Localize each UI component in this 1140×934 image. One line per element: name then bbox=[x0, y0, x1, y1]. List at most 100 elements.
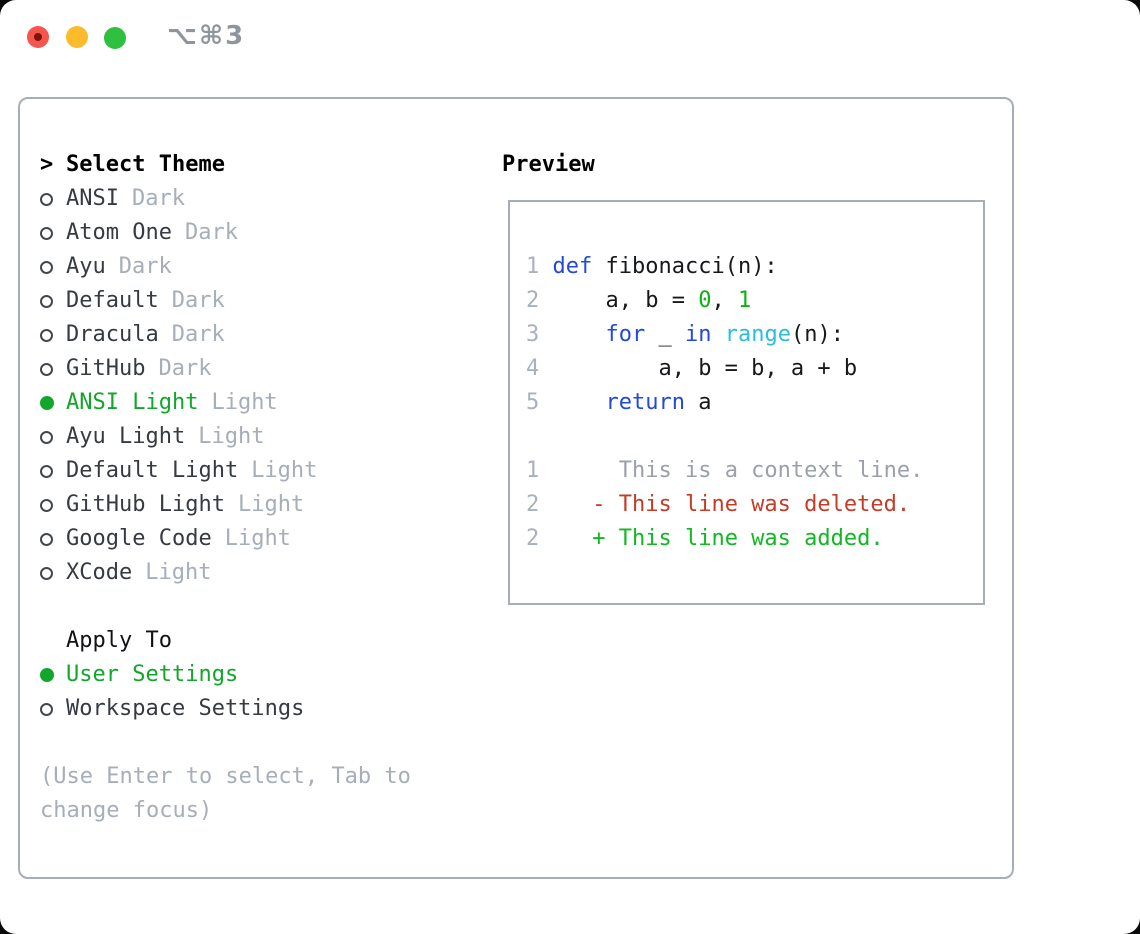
radio-cell bbox=[40, 668, 66, 682]
diff-line: 1 This is a context line. bbox=[526, 454, 983, 488]
code-token bbox=[553, 322, 606, 347]
radio-cell bbox=[40, 396, 66, 410]
theme-option-variant: Light bbox=[251, 458, 318, 483]
radio-cell bbox=[40, 260, 66, 274]
radio-icon bbox=[40, 226, 53, 240]
radio-cell bbox=[40, 498, 66, 512]
radio-icon bbox=[40, 532, 53, 546]
radio-cell bbox=[40, 328, 66, 342]
theme-option-name: GitHub bbox=[66, 356, 146, 381]
diff-text: This line was added. bbox=[618, 526, 884, 551]
radio-icon bbox=[40, 566, 53, 580]
theme-option-name: ANSI bbox=[66, 186, 119, 211]
line-number: 1 bbox=[526, 458, 540, 483]
zoom-button[interactable] bbox=[104, 27, 126, 49]
theme-list-header: > Select Theme bbox=[40, 148, 317, 182]
line-number: 2 bbox=[526, 288, 540, 313]
theme-option[interactable]: Google Code Light bbox=[40, 522, 317, 556]
radio-cell bbox=[40, 430, 66, 444]
preview-title: Preview bbox=[502, 152, 595, 177]
code-token bbox=[553, 390, 606, 415]
diff-marker bbox=[592, 458, 605, 483]
apply-option-name: User Settings bbox=[66, 662, 239, 687]
code-token: return bbox=[605, 390, 685, 415]
theme-option-name: Google Code bbox=[66, 526, 212, 551]
radio-cell bbox=[40, 566, 66, 580]
theme-option[interactable]: GitHub Dark bbox=[40, 352, 317, 386]
theme-option[interactable]: Default Light Light bbox=[40, 454, 317, 488]
apply-option[interactable]: User Settings bbox=[40, 658, 304, 692]
radio-icon bbox=[40, 430, 53, 444]
theme-option-name: GitHub Light bbox=[66, 492, 225, 517]
line-number: 1 bbox=[526, 254, 540, 279]
theme-option-name: Dracula bbox=[66, 322, 159, 347]
apply-to-header: Apply To bbox=[40, 624, 304, 658]
diff-marker: - bbox=[592, 492, 606, 517]
theme-option-name: Atom One bbox=[66, 220, 172, 245]
radio-cell bbox=[40, 192, 66, 206]
radio-icon bbox=[40, 702, 53, 716]
code-token: 0 bbox=[698, 288, 712, 313]
theme-option-variant: Light bbox=[211, 390, 278, 415]
code-token: def bbox=[552, 254, 593, 279]
code-token: a, b = b, a + b bbox=[552, 356, 858, 381]
radio-icon bbox=[40, 464, 53, 478]
radio-cell bbox=[40, 532, 66, 546]
code-token: in bbox=[684, 322, 712, 347]
code-token bbox=[711, 322, 724, 347]
code-token: , bbox=[711, 288, 738, 313]
code-line: 2 a, b = 0, 1 bbox=[526, 284, 983, 318]
apply-option-name: Workspace Settings bbox=[66, 696, 305, 721]
radio-selected-icon bbox=[40, 668, 54, 682]
help-text: (Use Enter to select, Tab to change focu… bbox=[40, 764, 411, 823]
code-line: 3 for _ in range(n): bbox=[526, 318, 983, 352]
diff-line: 2 - This line was deleted. bbox=[526, 488, 983, 522]
apply-to-title: Apply To bbox=[66, 628, 172, 653]
code-line: 1 def fibonacci(n): bbox=[526, 250, 983, 284]
radio-icon bbox=[40, 192, 53, 206]
minimize-button[interactable] bbox=[66, 26, 88, 48]
prompt-icon: > bbox=[40, 152, 54, 177]
theme-option-variant: Dark bbox=[158, 356, 212, 381]
code-gap bbox=[526, 420, 983, 454]
radio-cell bbox=[40, 464, 66, 478]
code-token: (n): bbox=[790, 322, 844, 347]
line-number: 4 bbox=[526, 356, 540, 381]
line-number: 2 bbox=[526, 492, 540, 517]
window-shortcut-label: ⌥⌘3 bbox=[167, 21, 246, 51]
diff-text: This is a context line. bbox=[618, 458, 924, 483]
line-number: 3 bbox=[526, 322, 540, 347]
close-button[interactable] bbox=[27, 26, 49, 48]
radio-icon bbox=[40, 260, 53, 274]
radio-icon bbox=[40, 294, 53, 308]
theme-option-name: Ayu bbox=[66, 254, 106, 279]
code-token: range bbox=[724, 322, 791, 347]
code-token: for bbox=[605, 322, 646, 347]
theme-option-variant: Dark bbox=[171, 288, 225, 313]
apply-option[interactable]: Workspace Settings bbox=[40, 692, 304, 726]
radio-icon bbox=[40, 498, 53, 512]
theme-option-variant: Dark bbox=[171, 322, 225, 347]
diff-text: This line was deleted. bbox=[618, 492, 911, 517]
theme-option[interactable]: Dracula Dark bbox=[40, 318, 317, 352]
radio-selected-icon bbox=[40, 396, 54, 410]
theme-list-title: Select Theme bbox=[66, 152, 225, 177]
radio-icon bbox=[40, 328, 53, 342]
line-number: 2 bbox=[526, 526, 540, 551]
diff-marker: + bbox=[592, 526, 606, 551]
theme-option-name: Default Light bbox=[66, 458, 239, 483]
theme-option-variant: Light bbox=[224, 526, 291, 551]
radio-cell bbox=[40, 362, 66, 376]
